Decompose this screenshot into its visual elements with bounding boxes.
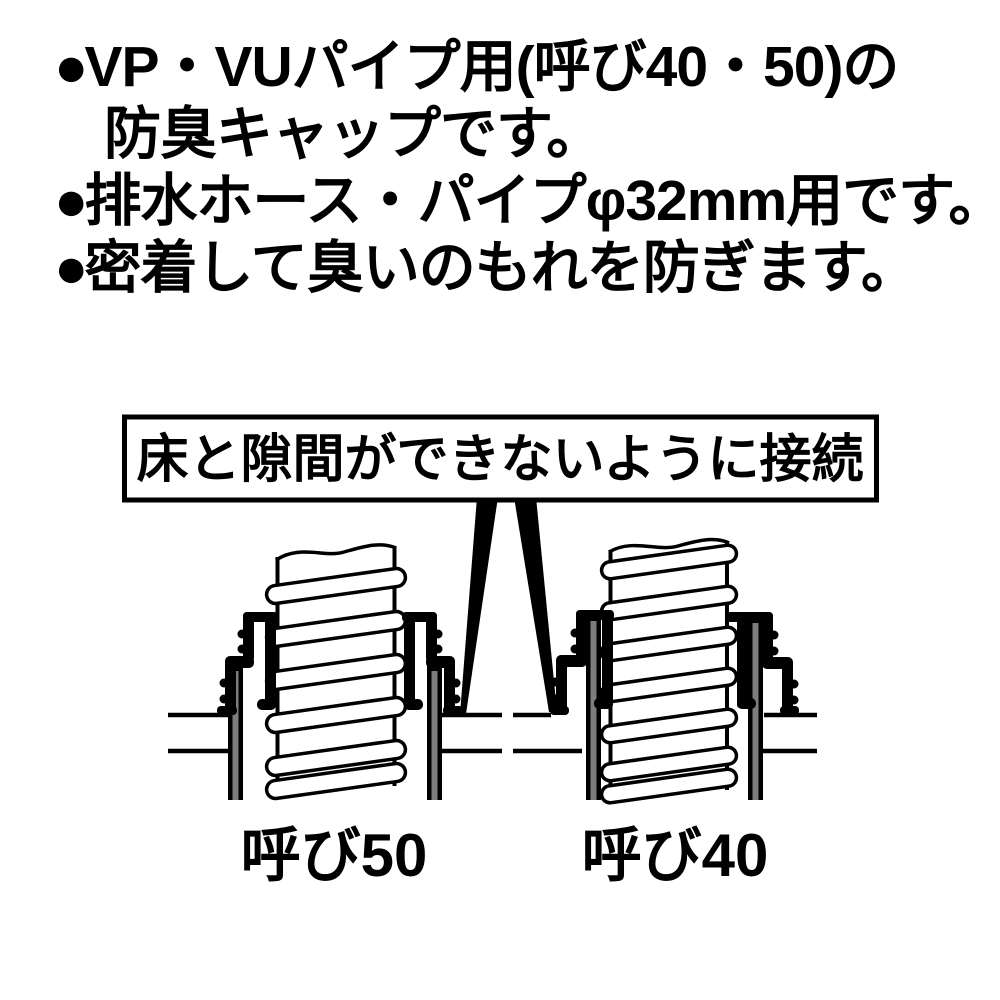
- hose-cut-top-edge: [608, 537, 730, 554]
- feature-bullet-list: ●VP・VUパイプ用(呼び40・50)の 防臭キャップです。 ●排水ホース・パイ…: [54, 34, 1000, 302]
- hose-cut-top-edge: [275, 543, 397, 562]
- bullet-text: 排水ホース・パイプφ32mm用です。: [84, 169, 1000, 233]
- drain-hose-50: [264, 543, 408, 801]
- callout-box: 床と隙間ができないように接続: [122, 414, 879, 503]
- cap-sleeve-foot: [594, 698, 613, 709]
- cap-foot: [780, 706, 799, 715]
- cap-sleeve-foot: [737, 698, 756, 709]
- deodorant-cap-40: [550, 610, 799, 715]
- callout-border: [122, 414, 879, 503]
- bullet-text: 密着して臭いのもれを防ぎます。: [84, 236, 918, 300]
- cap-inner-sleeve: [602, 610, 613, 707]
- cap-inner-sleeve: [404, 612, 415, 708]
- bullet-marker: ●: [54, 35, 88, 99]
- pipe-40-walls: [586, 616, 763, 800]
- pipe-50-walls: [228, 666, 442, 800]
- deodorant-cap-50: [217, 612, 463, 715]
- callout-pointer-left: [460, 497, 498, 714]
- cap-foot: [443, 706, 463, 715]
- assembly-40: [513, 537, 817, 805]
- bullet-item-2: ●排水ホース・パイプφ32mm用です。: [54, 168, 1000, 235]
- callout-pointer-right: [514, 497, 557, 712]
- cap-inner-sleeve: [737, 612, 748, 708]
- cap-inner-sleeve: [265, 612, 276, 708]
- bullet-item-1: ●VP・VUパイプ用(呼び40・50)の 防臭キャップです。: [54, 34, 989, 168]
- bullet-marker: ●: [54, 236, 88, 300]
- cap-sleeve-foot: [257, 699, 276, 710]
- bullet-marker: ●: [54, 169, 88, 233]
- label-nominal-40: 呼び40: [582, 822, 769, 889]
- bullet-text-continuation: 防臭キャップです。: [104, 102, 603, 166]
- bullet-item-3: ●密着して臭いのもれを防ぎます。: [54, 235, 989, 302]
- assembly-50: [168, 543, 502, 801]
- hose-spiral-bands: [599, 543, 739, 805]
- cap-foot: [217, 706, 237, 715]
- hose-spiral-bands: [264, 566, 408, 801]
- callout-text: 床と隙間ができないように接続: [137, 431, 864, 489]
- cap-sleeve-foot: [404, 699, 423, 710]
- drain-hose-40: [599, 537, 739, 805]
- label-nominal-50: 呼び50: [241, 822, 428, 889]
- bullet-text: VP・VUパイプ用(呼び40・50)の: [84, 35, 899, 99]
- cap-skirt: [556, 659, 567, 713]
